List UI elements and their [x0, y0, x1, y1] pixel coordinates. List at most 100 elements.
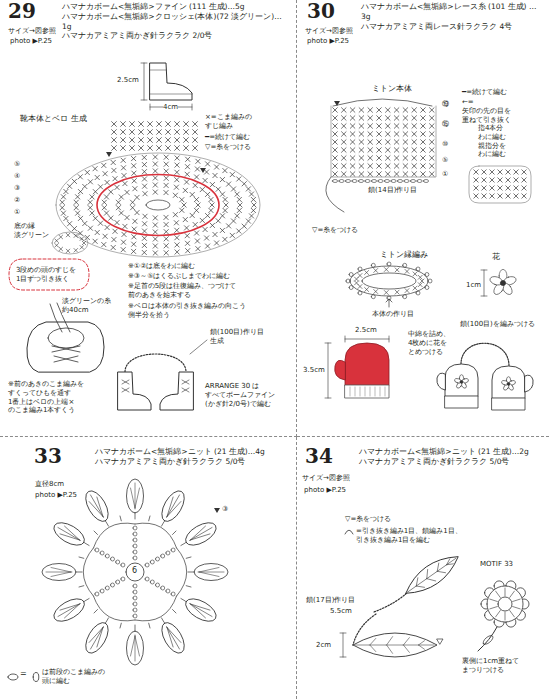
symbol-sample [345, 530, 353, 534]
edging-chart [362, 273, 416, 289]
materials-line: ハマナカアミアミ両かぎ針ラクラク 5/0号 [95, 457, 293, 467]
dimension-label: 2cm [316, 641, 331, 650]
motif-petal [163, 493, 184, 520]
motif-petal [157, 487, 189, 525]
motif-petal [157, 619, 189, 657]
leaf-chart [355, 637, 434, 654]
stitch-chart [55, 233, 86, 252]
annotation: 淡グリーンの糸 約40cm [62, 297, 117, 315]
dimension-label: 1cm [466, 281, 481, 290]
note: ※前のあきのこま編みを すくってひもを通す 1番上はベロの上端× のこま編み1本… [8, 380, 88, 415]
annotation: 鎖(14目)作り目 [368, 186, 417, 195]
dimension-label: 3.5cm [303, 366, 325, 375]
leader-arrow [386, 299, 392, 307]
leaf-chart [353, 633, 437, 657]
motif-spoke [95, 526, 175, 618]
stitch-chart [326, 177, 344, 212]
mitten-cuff [350, 387, 385, 396]
dimension-line [141, 63, 147, 100]
motif-petal [198, 568, 224, 577]
dimension-line [340, 633, 346, 657]
chart-title: 靴本体とベロ 生成 [20, 114, 87, 124]
sole-edge-guide [9, 259, 89, 290]
annotation: 3段めの頭のすじを 1目ずつ引き抜く [16, 266, 80, 284]
symbol-key: は前段のこま編みの 頭に編む [42, 668, 108, 686]
page-ref: photo ▶P.25 [10, 37, 52, 46]
leaf-chart [403, 553, 459, 598]
dimension-label: 2.5cm [355, 326, 377, 335]
symbol-sample [8, 674, 18, 680]
motif-petal [187, 600, 214, 621]
flower-stem [478, 627, 497, 651]
symbol-sample [33, 672, 39, 681]
motif-petal [81, 619, 113, 657]
symbol-key: = [20, 669, 27, 679]
annotation: 裏側に1cm重ねて まつりつける [462, 657, 522, 675]
motif-chain-arc [83, 523, 187, 621]
note: ※①②は底をわに編む [128, 262, 195, 271]
stitch-chart [333, 108, 434, 177]
flower-motif [487, 586, 523, 622]
symbol-key: ▽=糸をつける [345, 515, 391, 524]
annotation: 指4本分 わに編む 親指分を わに編む [478, 124, 508, 159]
symbol-key: ▽=糸をつける [205, 143, 251, 152]
motif-petal [50, 594, 88, 626]
size-note: サイズ→図参照 [305, 27, 353, 36]
flower-chart [500, 280, 505, 285]
motif-petal [131, 635, 140, 661]
symbol-key: ▽=糸をつける [312, 226, 358, 235]
motif-petal [87, 624, 108, 651]
materials-block: ハマナカボーム<無垢綿>ファイン (111 生成)…5gハマナカボーム<無垢綿>… [62, 2, 288, 41]
dimension-label: 2.5cm [117, 76, 139, 85]
chart-outline [52, 232, 88, 254]
symbol-key: ×=こま編みの すじ編み [205, 113, 255, 131]
chart-outline [469, 166, 531, 203]
materials-line: ハマナカボーム<無垢綿>ニット (21 生成)…4g [95, 447, 293, 457]
motif-petal [42, 564, 76, 581]
note: ※③～⑤はくるぶしまでわに編む [128, 272, 230, 281]
row-number: ⑤ [442, 156, 448, 165]
annotation: 鎖(100目)作り目 生成 [210, 328, 272, 346]
symbol-key: ━=続けて編む [205, 133, 250, 142]
thread-mark [214, 508, 220, 513]
mitten-flower [460, 381, 463, 384]
mitten-flower [507, 383, 510, 386]
mitten-sketch [492, 366, 525, 398]
mitten-sketch [335, 360, 345, 380]
materials-line: ハマナカボーム<無垢綿>ニット (21 生成)…2g [359, 447, 544, 457]
chart-title: 底の縁 淡グリーン [14, 222, 52, 240]
mitten-cuff [345, 385, 389, 398]
row-number: ⑮ [442, 120, 449, 129]
pattern-number: 34 [305, 445, 333, 467]
stitch-chart [146, 200, 170, 210]
stitch-chart [333, 99, 432, 106]
pattern-number: 30 [307, 0, 335, 22]
dimension-line [481, 270, 487, 296]
row-number: ⑩ [442, 140, 448, 149]
note: ※ベロは本体の引き抜き編みの向こう 側半分を拾う [128, 302, 252, 320]
materials-line: ハマナカボーム<無垢綿>レース糸 (101 生成) …3g [361, 2, 543, 22]
motif-petal [50, 518, 88, 550]
hanging-chain [461, 343, 509, 366]
chart-title: ミトン縁編み [380, 250, 428, 260]
stem-chain [374, 592, 408, 612]
stitch-count: 6 [132, 566, 137, 576]
motif-petal [182, 594, 220, 626]
materials-block: ハマナカボーム<無垢綿>ニット (21 生成)…2gハマナカアミアミ両かぎ針ラク… [359, 447, 544, 467]
boot-sketch [118, 372, 151, 410]
dimension-line [345, 336, 389, 342]
motif-petal [194, 564, 228, 581]
row-number: ④ [14, 172, 20, 181]
flower-motif [498, 597, 512, 611]
annotation: 本体の作り目 [372, 310, 414, 319]
stitch-chart [112, 122, 198, 151]
boot-sketch [150, 63, 192, 100]
motif-petal [163, 624, 184, 651]
dimension-label: 5.5cm [330, 607, 352, 616]
note: ※足首の5段は往復編み、つづけて 前のあきを始末する [128, 282, 246, 300]
annotation: 鎖(17目)作り目 [306, 596, 355, 605]
annotation: 鎖(100目)を編みつける [460, 320, 535, 329]
size-note: サイズ→図参照 [8, 27, 56, 36]
materials-line: ハマナカアミアミ両かぎ針ラクラク 5/0号 [359, 457, 544, 467]
